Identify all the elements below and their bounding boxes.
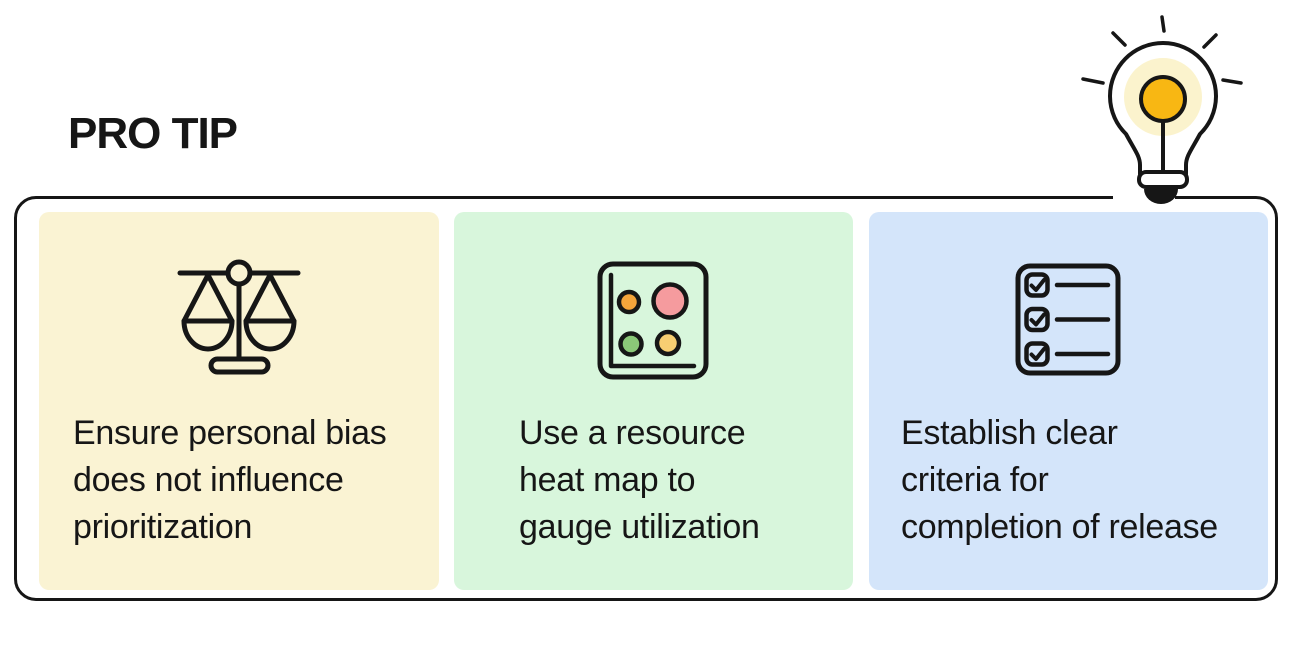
balance-scale-icon (177, 259, 301, 375)
lightbulb-rays (1081, 15, 1243, 85)
tip-text-heat-map: Use a resource heat map to gauge utiliza… (519, 414, 760, 546)
page-title: PRO TIP (68, 109, 238, 158)
tip-text-bias: Ensure personal bias does not influence … (73, 414, 387, 546)
checklist-icon (1015, 263, 1121, 376)
lightbulb-icon (1081, 15, 1243, 210)
tip-card-heat-map: Use a resource heat map to gauge utiliza… (454, 212, 853, 590)
tip-card-bias: Ensure personal bias does not influence … (39, 212, 439, 590)
heat-map-icon (597, 261, 709, 380)
tips-container: Ensure personal bias does not influence … (14, 196, 1278, 601)
tip-card-release-criteria: Establish clear criteria for completion … (869, 212, 1268, 590)
tip-text-release-criteria: Establish clear criteria for completion … (901, 414, 1218, 546)
